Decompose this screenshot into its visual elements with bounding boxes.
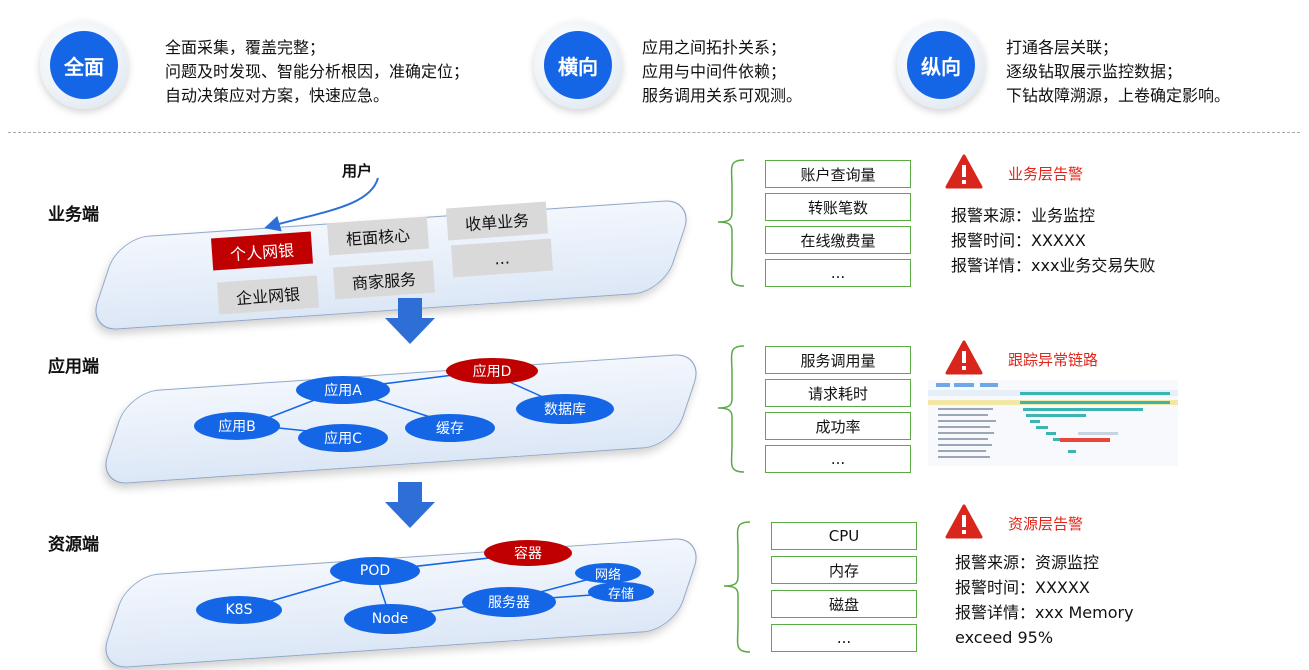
alert-line: exceed 95%: [955, 628, 1054, 647]
down-arrow-2: [385, 482, 435, 528]
warning-icon: [945, 154, 983, 189]
dashed-divider: [8, 132, 1300, 133]
summary-line: 下钻故障溯源，上卷确定影响。: [1006, 86, 1231, 105]
alert-line: 报警来源：资源监控: [955, 553, 1100, 572]
metric-application-more: ...: [765, 445, 911, 473]
metric-account-query: 账户查询量: [765, 160, 911, 188]
metric-request-latency: 请求耗时: [765, 379, 911, 407]
alert-line: 报警详情：xxx业务交易失败: [951, 256, 1156, 275]
user-arrow: [264, 177, 379, 232]
badge-hengxiang: 横向: [544, 31, 612, 99]
badge-quanmian-wrap: 全面: [40, 21, 128, 109]
node-pod: POD: [330, 557, 420, 585]
alert-title-business: 业务层告警: [1008, 165, 1084, 183]
badge-hengxiang-wrap: 横向: [534, 21, 622, 109]
node-storage: 存储: [588, 582, 654, 602]
alert-line: 报警来源：业务监控: [951, 206, 1096, 225]
label-resource: 资源端: [48, 535, 99, 555]
node-app-a: 应用A: [296, 376, 390, 404]
warning-icon: [945, 504, 983, 539]
label-application: 应用端: [48, 357, 99, 377]
app-topology-links: [249, 370, 566, 436]
summary-line: 逐级钻取展示监控数据；: [1006, 62, 1183, 81]
node-database: 数据库: [516, 394, 614, 424]
metric-success-rate: 成功率: [765, 412, 911, 440]
metric-disk: 磁盘: [771, 590, 917, 618]
summary-zongxiang: 打通各层关联； 逐级钻取展示监控数据； 下钻故障溯源，上卷确定影响。: [1006, 36, 1230, 108]
brace-resource: [723, 521, 751, 653]
alert-line: 报警详情：xxx Memory: [955, 603, 1134, 622]
alert-line: 报警时间：XXXXX: [951, 231, 1086, 250]
brace-business: [717, 159, 745, 287]
user-label: 用户: [342, 162, 373, 180]
metric-resource-more: ...: [771, 624, 917, 652]
summary-line: 自动决策应对方案，快速应急。: [165, 86, 390, 105]
down-arrow-1: [385, 298, 435, 344]
summary-hengxiang: 应用之间拓扑关系； 应用与中间件依赖； 服务调用关系可观测。: [642, 36, 802, 108]
metric-cpu: CPU: [771, 522, 917, 550]
trace-screenshot-thumbnail: [928, 380, 1178, 466]
summary-line: 服务调用关系可观测。: [642, 86, 803, 105]
badge-zongxiang-wrap: 纵向: [897, 21, 985, 109]
node-app-b: 应用B: [194, 412, 280, 440]
brace-application: [717, 345, 745, 473]
node-app-d: 应用D: [446, 358, 538, 384]
node-node: Node: [344, 604, 436, 634]
metric-online-payment: 在线缴费量: [765, 226, 911, 254]
node-server: 服务器: [462, 587, 556, 617]
warning-icon: [945, 340, 983, 375]
summary-line: 应用之间拓扑关系；: [642, 38, 787, 57]
node-container: 容器: [484, 540, 572, 566]
alert-title-application: 跟踪异常链路: [1008, 351, 1099, 369]
summary-line: 应用与中间件依赖；: [642, 62, 787, 81]
summary-line: 打通各层关联；: [1006, 38, 1119, 57]
metric-service-calls: 服务调用量: [765, 346, 911, 374]
node-cache: 缓存: [405, 414, 495, 442]
label-business: 业务端: [48, 205, 99, 225]
metric-business-more: ...: [765, 259, 911, 287]
summary-line: 问题及时发现、智能分析根因，准确定位；: [165, 62, 470, 81]
badge-zongxiang: 纵向: [907, 31, 975, 99]
node-network: 网络: [575, 563, 641, 583]
node-app-c: 应用C: [298, 424, 388, 452]
alert-line: 报警时间：XXXXX: [955, 578, 1090, 597]
metric-transfer-count: 转账笔数: [765, 193, 911, 221]
metric-memory: 内存: [771, 556, 917, 584]
summary-quanmian: 全面采集，覆盖完整； 问题及时发现、智能分析根因，准确定位； 自动决策应对方案，…: [165, 36, 469, 108]
summary-line: 全面采集，覆盖完整；: [165, 38, 326, 57]
badge-quanmian: 全面: [50, 31, 118, 99]
alert-title-resource: 资源层告警: [1008, 515, 1084, 533]
node-k8s: K8S: [196, 596, 282, 624]
